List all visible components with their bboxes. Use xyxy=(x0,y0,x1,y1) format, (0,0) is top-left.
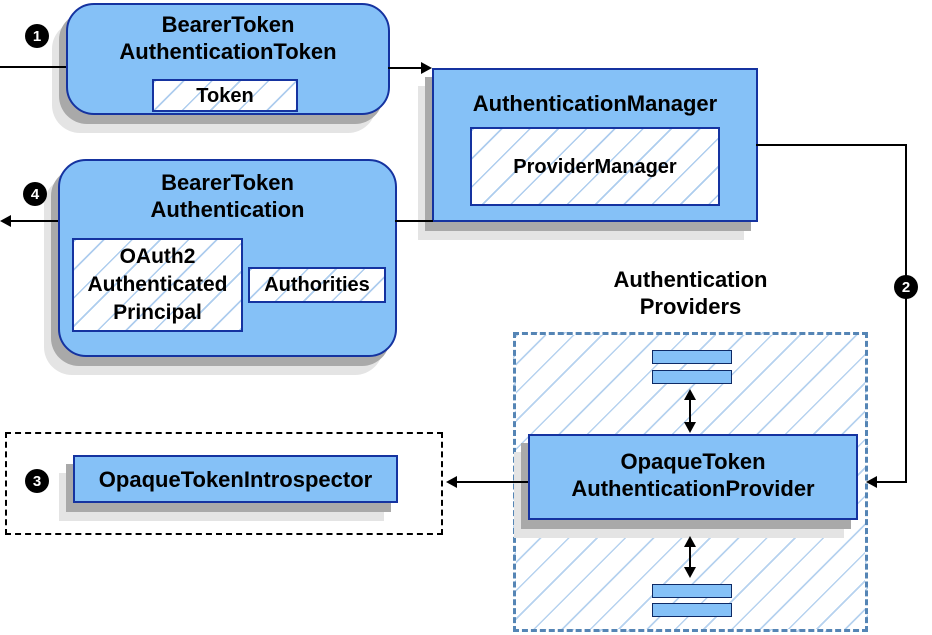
authentication-providers-title: Authentication Providers xyxy=(513,266,868,320)
token-label: Token xyxy=(196,84,254,107)
bidirectional-arrow-down-icon xyxy=(684,567,696,578)
principal-line-1: OAuth2 xyxy=(119,245,196,268)
provider-stack-bar xyxy=(652,584,732,598)
connector-manager-to-provider-arrowhead-icon xyxy=(866,476,877,488)
node-opaque-token-introspector: OpaqueTokenIntrospector xyxy=(73,455,398,503)
principal-line-2: Authenticated xyxy=(87,273,228,296)
bidirectional-arrow-down-icon xyxy=(684,422,696,433)
step-2-badge: 2 xyxy=(894,275,918,299)
node-bearer-token-authentication-token: BearerToken AuthenticationToken Token xyxy=(66,3,390,115)
title-line-1: BearerToken xyxy=(161,170,294,195)
step-4-badge: 4 xyxy=(23,182,47,206)
title-line-1: OpaqueToken xyxy=(620,449,766,474)
bidirectional-arrow-bottom-shaft xyxy=(689,544,691,570)
connector-request-entry-line xyxy=(0,66,66,68)
step-3-badge: 3 xyxy=(25,469,49,493)
node-oauth2-authenticated-principal: OAuth2 Authenticated Principal xyxy=(72,238,243,332)
principal-line-3: Principal xyxy=(113,301,202,324)
connector-token-to-manager-line xyxy=(388,67,422,69)
authorities-label: Authorities xyxy=(264,274,370,296)
node-bearer-token-authentication: BearerToken Authentication OAuth2 Authen… xyxy=(58,159,397,357)
provider-manager-label: ProviderManager xyxy=(513,155,677,178)
provider-stack-bar xyxy=(652,603,732,617)
introspector-label: OpaqueTokenIntrospector xyxy=(98,466,373,492)
connector-provider-to-introspector-arrowhead-icon xyxy=(446,476,457,488)
node-token: Token xyxy=(152,79,298,112)
providers-title-line-1: Authentication xyxy=(613,267,768,292)
connector-authentication-exit-arrowhead-icon xyxy=(0,215,11,227)
node-title: OpaqueToken AuthenticationProvider xyxy=(530,436,856,502)
bidirectional-arrow-up-icon xyxy=(684,389,696,400)
connector-manager-to-provider-top-line xyxy=(756,144,907,146)
node-title: BearerToken Authentication xyxy=(60,161,395,223)
node-provider-manager: ProviderManager xyxy=(470,127,720,206)
authentication-providers-container: OpaqueToken AuthenticationProvider xyxy=(513,332,868,632)
node-title: AuthenticationManager xyxy=(472,91,718,116)
node-authorities: Authorities xyxy=(248,267,386,303)
provider-stack-bar xyxy=(652,350,732,364)
provider-stack-bar xyxy=(652,370,732,384)
providers-title-line-2: Providers xyxy=(639,294,742,319)
connector-manager-to-provider-bottom-line xyxy=(877,481,907,483)
connector-authentication-exit-line xyxy=(11,220,58,222)
connector-provider-to-introspector-line xyxy=(457,481,528,483)
connector-manager-to-provider-vertical-line xyxy=(905,144,907,483)
node-authentication-manager: AuthenticationManager ProviderManager xyxy=(432,68,758,222)
title-line-2: AuthenticationToken xyxy=(119,39,337,64)
bidirectional-arrow-top-shaft xyxy=(689,397,691,427)
step-1-badge: 1 xyxy=(25,24,49,48)
title-line-2: Authentication xyxy=(150,197,305,222)
title-line-1: BearerToken xyxy=(161,12,295,37)
opaque-token-introspector-container: OpaqueTokenIntrospector xyxy=(5,432,443,535)
title-line-2: AuthenticationProvider xyxy=(571,476,815,501)
node-opaque-token-authentication-provider: OpaqueToken AuthenticationProvider xyxy=(528,434,858,520)
node-title: BearerToken AuthenticationToken xyxy=(68,5,388,65)
connector-token-to-manager-arrowhead-icon xyxy=(421,62,432,74)
connector-manager-to-authentication-line xyxy=(395,220,433,222)
bidirectional-arrow-up-icon xyxy=(684,536,696,547)
